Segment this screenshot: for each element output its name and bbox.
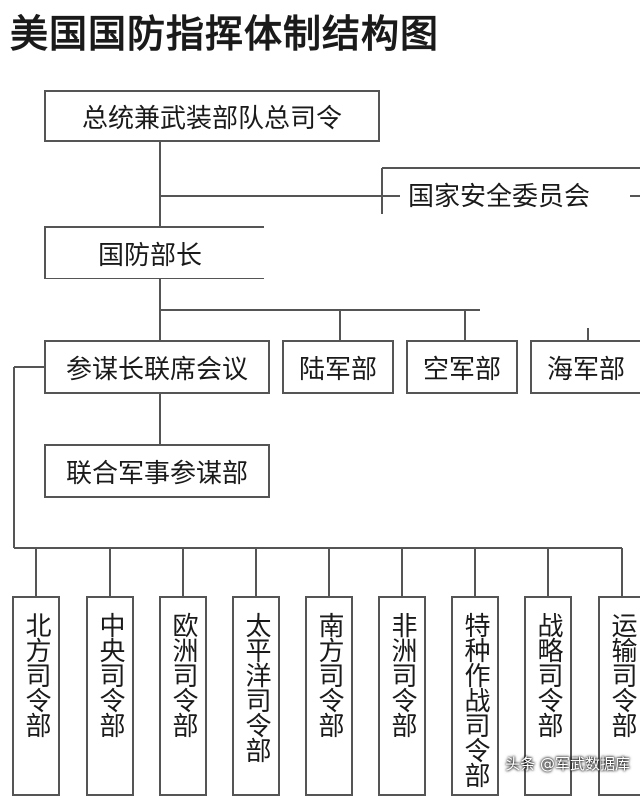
command-box: 特种作战司令部 bbox=[451, 596, 499, 796]
command-box: 中央司令部 bbox=[86, 596, 134, 796]
watermark-label: 头条 @军武数据库 bbox=[505, 755, 630, 773]
node-airforce: 空军部 bbox=[406, 340, 518, 394]
node-nsc-label: 国家安全委员会 bbox=[408, 181, 591, 212]
command-label: 太平洋司令部 bbox=[241, 612, 271, 762]
command-box: 非洲司令部 bbox=[378, 596, 426, 796]
node-jcs: 参谋长联席会议 bbox=[44, 340, 270, 394]
node-navy: 海军部 bbox=[530, 340, 640, 394]
command-label: 欧洲司令部 bbox=[168, 612, 198, 737]
node-navy-label: 海军部 bbox=[546, 354, 625, 385]
command-box: 太平洋司令部 bbox=[232, 596, 280, 796]
command-label: 中央司令部 bbox=[95, 612, 125, 737]
node-secdef: 国防部长 bbox=[44, 226, 264, 278]
command-label: 南方司令部 bbox=[314, 612, 344, 737]
node-nsc: 国家安全委员会 bbox=[400, 172, 630, 216]
diagram-title: 美国国防指挥体制结构图 bbox=[10, 12, 440, 56]
command-box: 战略司令部 bbox=[524, 596, 572, 796]
command-box: 北方司令部 bbox=[12, 596, 60, 796]
command-box: 运输司令部 bbox=[598, 596, 640, 796]
command-box: 南方司令部 bbox=[305, 596, 353, 796]
node-president: 总统兼武装部队总司令 bbox=[44, 90, 380, 142]
node-airforce-label: 空军部 bbox=[422, 354, 501, 385]
command-label: 北方司令部 bbox=[21, 612, 51, 737]
node-army: 陆军部 bbox=[282, 340, 394, 394]
node-president-label: 总统兼武装部队总司令 bbox=[81, 103, 342, 134]
command-box: 欧洲司令部 bbox=[159, 596, 207, 796]
command-label: 战略司令部 bbox=[533, 612, 563, 737]
node-secdef-label: 国防部长 bbox=[98, 240, 203, 271]
node-joint-staff-label: 联合军事参谋部 bbox=[65, 458, 248, 489]
command-label: 特种作战司令部 bbox=[460, 612, 490, 787]
command-label: 运输司令部 bbox=[607, 612, 637, 737]
node-jcs-label: 参谋长联席会议 bbox=[65, 354, 248, 385]
command-label: 非洲司令部 bbox=[387, 612, 417, 737]
node-army-label: 陆军部 bbox=[298, 354, 377, 385]
node-joint-staff: 联合军事参谋部 bbox=[44, 444, 270, 498]
